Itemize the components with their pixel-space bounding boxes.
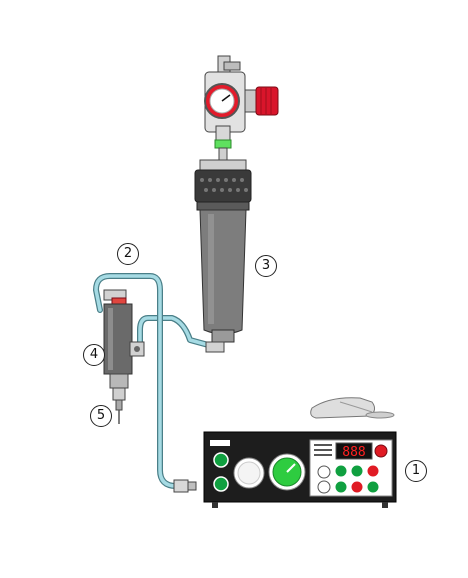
dispense-controller: 888 xyxy=(203,431,397,508)
callout-controller: 1 xyxy=(405,460,427,482)
callout-nozzle: 5 xyxy=(90,405,112,427)
pressure-regulator xyxy=(204,55,279,161)
foot-pedal xyxy=(310,397,395,419)
controller-button-6 xyxy=(334,480,348,494)
controller-display-value: 888 xyxy=(342,445,365,460)
controller-button-8 xyxy=(366,480,380,494)
controller-button-7 xyxy=(350,480,364,494)
controller-button-1 xyxy=(317,465,331,479)
controller-button-4 xyxy=(366,464,380,478)
controller-hose-fitting xyxy=(173,479,197,493)
air-hose-inner xyxy=(94,274,178,488)
controller-left-button-bottom xyxy=(213,476,229,492)
air-hose xyxy=(93,273,215,489)
controller-button-2 xyxy=(334,464,348,478)
controller-display xyxy=(335,442,373,460)
callout-valve: 4 xyxy=(83,344,105,366)
callout-reservoir: 3 xyxy=(255,255,277,277)
material-hose-outline xyxy=(137,315,215,353)
controller-red-button xyxy=(374,444,388,458)
controller-button-5 xyxy=(317,480,331,494)
callout-hose: 2 xyxy=(117,243,139,265)
dispense-nozzle xyxy=(115,399,123,424)
reservoir-tank xyxy=(194,159,252,353)
green-fitting xyxy=(214,139,232,149)
dispense-valve xyxy=(103,289,145,401)
controller-left-button-top xyxy=(213,452,229,468)
controller-button-3 xyxy=(350,464,364,478)
regulator-knob xyxy=(255,86,279,116)
